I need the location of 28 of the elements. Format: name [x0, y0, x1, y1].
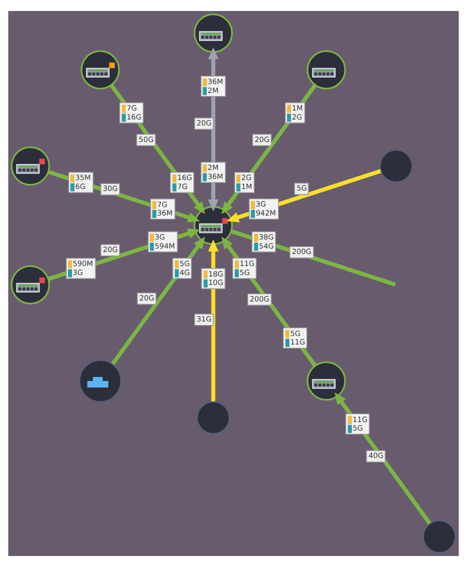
- label: 18G 10G: [208, 269, 224, 288]
- label: 16G 7G: [177, 173, 192, 192]
- label: 3G 594M: [154, 232, 175, 250]
- label: 36M 2M: [208, 77, 224, 95]
- label: 11G 5G: [352, 414, 368, 433]
- edge-label: 40G: [368, 451, 384, 460]
- label: 3G 942M: [256, 200, 276, 218]
- label: 11G 5G: [240, 259, 254, 277]
- label: 35M 6G: [75, 173, 91, 192]
- label: 2G 1M: [241, 173, 252, 192]
- edge-label: 20G: [254, 134, 270, 144]
- label: 7G 36M: [157, 200, 173, 218]
- label: 590M 3G: [72, 259, 93, 278]
- edge-label: 20G: [102, 245, 118, 254]
- edge-label: 50G: [138, 134, 154, 144]
- edge-label: 20G: [196, 118, 212, 128]
- label: 5G 4G: [180, 259, 190, 278]
- label: 7G 16G: [126, 104, 142, 122]
- edge-label: 5G: [296, 184, 307, 193]
- edge-label: 200G: [250, 294, 270, 304]
- label: 1M 2G: [292, 104, 303, 122]
- label: 38G 54G: [258, 232, 274, 250]
- label: 5G 11G: [290, 328, 306, 347]
- edge-label: 20G: [139, 293, 154, 302]
- edge-label: 31G: [196, 314, 212, 324]
- label: 2M 36M: [208, 163, 224, 182]
- edge-label: 30G: [102, 184, 118, 194]
- edge-label: 200G: [292, 247, 312, 256]
